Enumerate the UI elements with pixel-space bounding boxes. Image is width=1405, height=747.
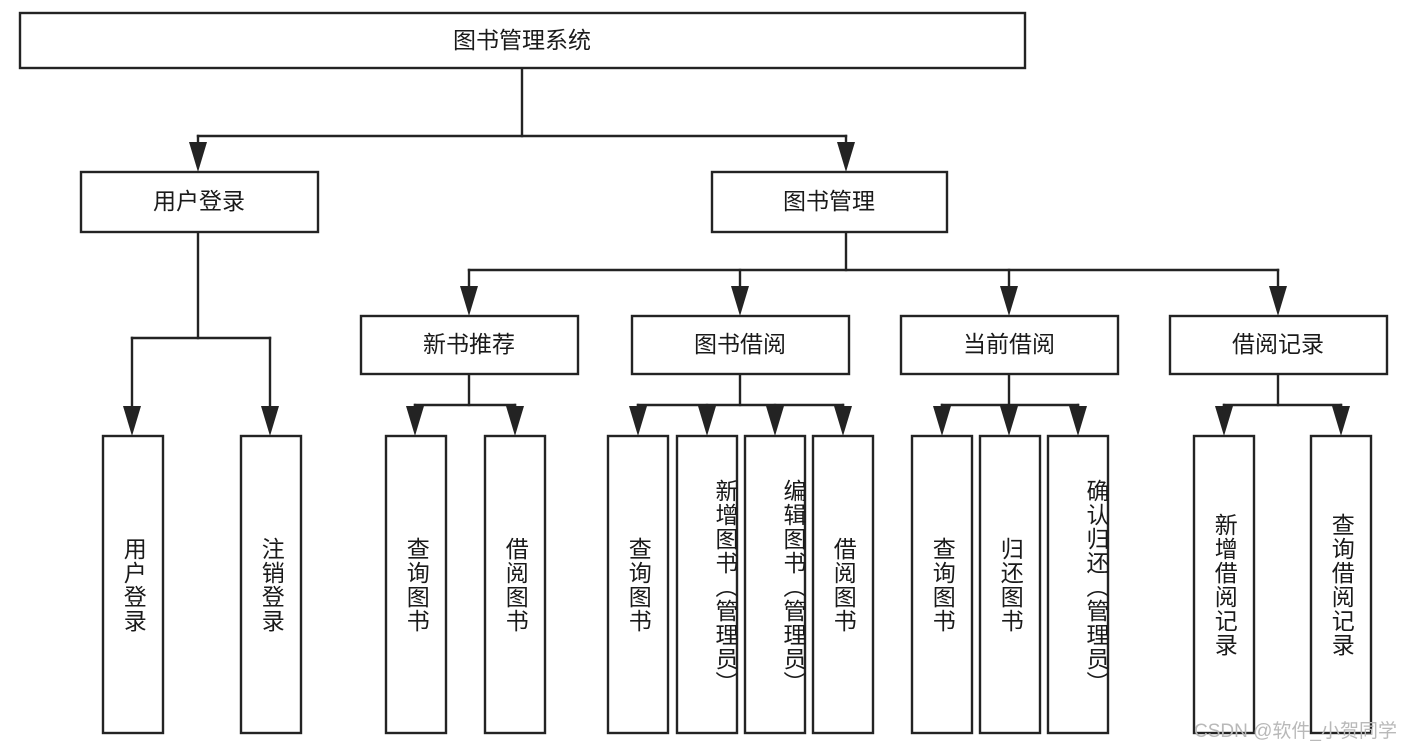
node-book-management[interactable]: 图书管理 [710, 170, 949, 234]
leaf-current-return[interactable] [978, 434, 1042, 735]
leaf-new-book-borrow[interactable] [483, 434, 547, 735]
connector-borrow-to-leaves [629, 372, 852, 436]
leaf-records-add[interactable] [1192, 434, 1256, 735]
connector-book-mgmt-to-level3 [460, 230, 1287, 316]
connector-root-to-level2 [189, 66, 855, 172]
csdn-watermark: CSDN @软件_小贺同学 [1194, 721, 1397, 742]
leaf-current-query[interactable] [910, 434, 974, 735]
leaf-borrow-borrow[interactable] [811, 434, 875, 735]
connector-current-to-leaves [933, 372, 1087, 436]
node-current-borrow-label: 当前借阅 [963, 331, 1055, 357]
node-new-book-recommend[interactable]: 新书推荐 [359, 314, 580, 376]
leaf-records-query[interactable] [1309, 434, 1373, 735]
leaf-borrow-add[interactable] [675, 434, 739, 735]
connector-records-to-leaves [1215, 372, 1350, 436]
node-root-label: 图书管理系统 [453, 27, 591, 53]
node-borrow-records[interactable]: 借阅记录 [1168, 314, 1389, 376]
leaf-user-login-login[interactable] [101, 434, 165, 735]
node-book-borrow[interactable]: 图书借阅 [630, 314, 851, 376]
leaf-current-confirm[interactable] [1046, 434, 1110, 735]
node-current-borrow[interactable]: 当前借阅 [899, 314, 1120, 376]
node-user-login-label: 用户登录 [153, 188, 245, 214]
node-user-login[interactable]: 用户登录 [79, 170, 320, 234]
leaf-borrow-query[interactable] [606, 434, 670, 735]
node-new-book-recommend-label: 新书推荐 [423, 331, 515, 357]
connector-user-login-to-leaves [123, 230, 279, 436]
leaf-user-login-logout[interactable] [239, 434, 303, 735]
leaf-borrow-edit[interactable] [743, 434, 807, 735]
leaf-new-book-query[interactable] [384, 434, 448, 735]
connector-new-book-to-leaves [406, 372, 524, 436]
node-root[interactable]: 图书管理系统 [18, 11, 1027, 70]
node-book-borrow-label: 图书借阅 [694, 331, 786, 357]
node-borrow-records-label: 借阅记录 [1232, 331, 1324, 357]
node-book-management-label: 图书管理 [783, 188, 875, 214]
